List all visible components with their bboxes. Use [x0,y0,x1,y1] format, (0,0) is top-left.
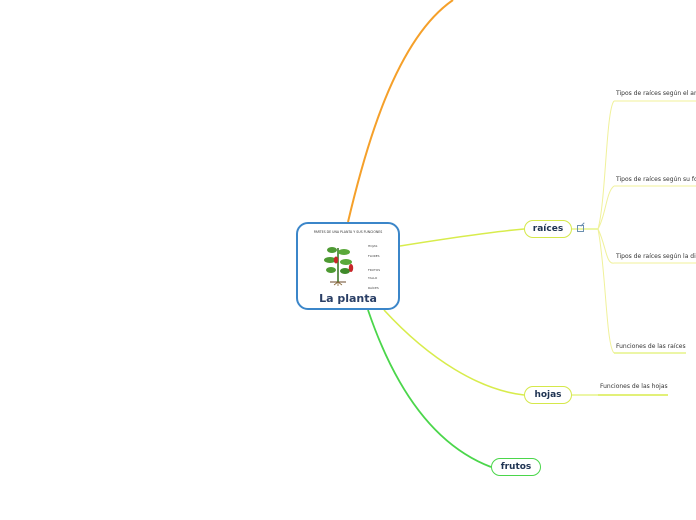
branch-line-frutos [367,309,492,468]
sub-line-2 [597,185,615,230]
image-title: PARTES DE UNA PLANTA Y SUS FUNCIONES [313,230,383,234]
central-topic-title: La planta [319,292,377,305]
node-hojas[interactable]: hojas [524,386,572,404]
plant-label-flores: FLORES [368,254,380,258]
plant-label-frutos: FRUTOS [368,268,381,272]
plant-label-raices: RAÍCES [368,286,379,290]
sub-line-3 [597,228,615,264]
plant-label-hojas: HOJAS [368,244,378,248]
branch-line-hojas [383,309,525,396]
external-link-icon[interactable] [577,225,584,232]
subtopic-hojas-funciones[interactable]: Funciones de las hojas [600,383,668,390]
central-topic[interactable]: PARTES DE UNA PLANTA Y SUS FUNCIONES HOJ… [296,222,400,310]
subtopic-raices-direccion[interactable]: Tipos de raíces según la dirección [616,253,696,260]
subtopic-raices-funciones[interactable]: Funciones de las raíces [616,343,686,350]
sub-line-1 [597,100,615,230]
plant-illustration [324,247,354,286]
node-frutos[interactable]: frutos [491,458,541,476]
plant-label-tallo: TALLO [368,276,378,280]
sub-line-4 [597,228,615,354]
node-raices[interactable]: raíces [524,220,572,238]
subtopic-raices-anclaje[interactable]: Tipos de raíces según el anclaje [616,90,696,97]
branch-line-top [347,0,454,223]
subtopic-raices-forma[interactable]: Tipos de raíces según su forma [616,176,696,183]
branch-line-raices [399,228,525,247]
